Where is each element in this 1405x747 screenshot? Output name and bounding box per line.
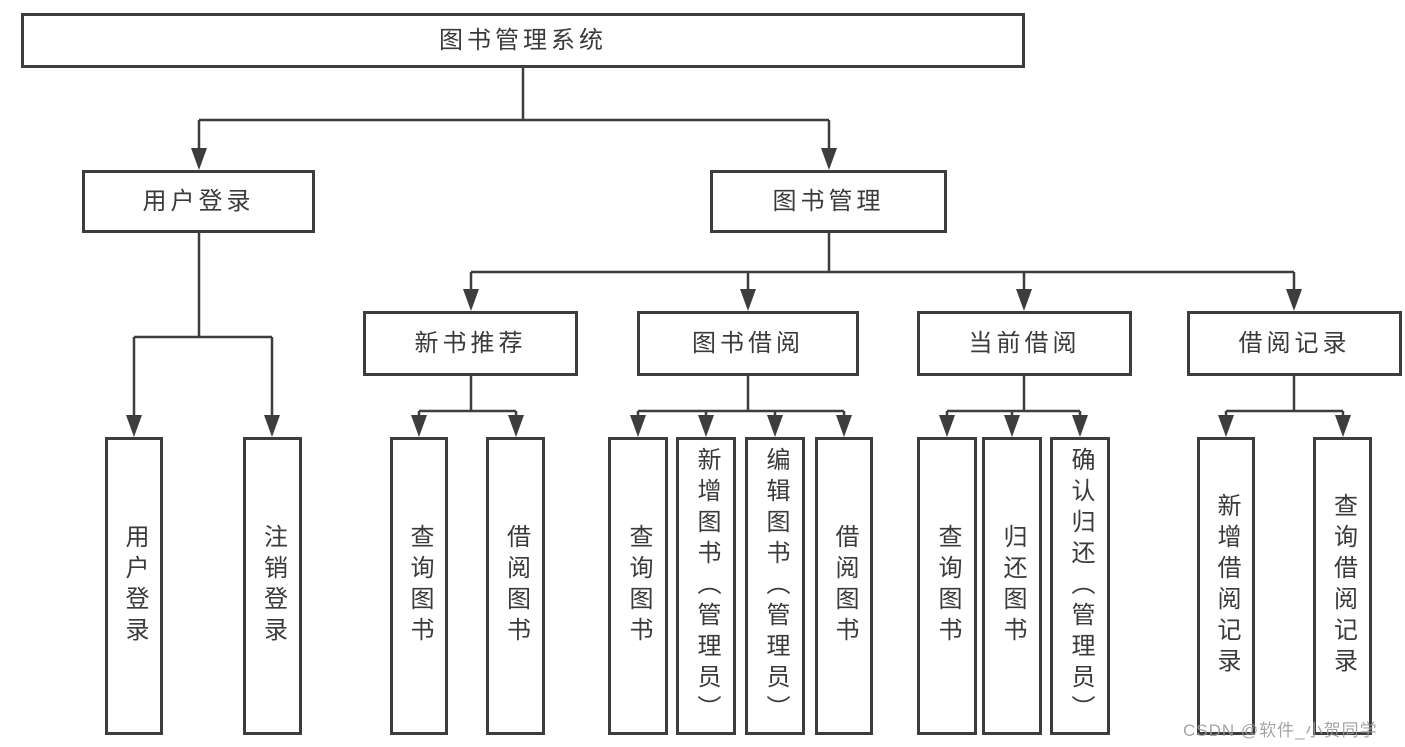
arrowhead: [1004, 415, 1020, 437]
arrowhead: [1072, 415, 1088, 437]
arrowhead: [1218, 415, 1234, 437]
leaf-borrow-books-borrowing: 借阅图书: [815, 437, 873, 735]
leaf-query-borrow-record: 查询借阅记录: [1313, 437, 1372, 735]
arrowhead: [740, 289, 756, 311]
arrowhead: [508, 415, 524, 437]
node-book-management: 图书管理: [710, 170, 947, 233]
node-user-login: 用户登录: [82, 170, 315, 233]
node-new-book-recommend: 新书推荐: [363, 311, 578, 376]
leaf-query-books-recommend: 查询图书: [390, 437, 448, 735]
leaf-query-books-borrowing: 查询图书: [608, 437, 668, 735]
node-current-borrowing: 当前借阅: [917, 311, 1132, 376]
leaf-logout-login: 注销登录: [243, 437, 302, 735]
leaf-return-books: 归还图书: [982, 437, 1042, 735]
arrowhead: [126, 415, 142, 437]
arrowhead: [463, 289, 479, 311]
leaf-add-books-admin: 新增图书（管理员）: [676, 437, 736, 735]
arrowhead: [698, 415, 714, 437]
node-borrowing-records: 借阅记录: [1187, 311, 1402, 376]
leaf-edit-books-admin: 编辑图书（管理员）: [745, 437, 805, 735]
arrowhead: [836, 415, 852, 437]
node-book-borrowing: 图书借阅: [637, 311, 859, 376]
arrowhead: [1335, 415, 1351, 437]
leaf-add-borrow-record: 新增借阅记录: [1197, 437, 1255, 735]
arrowhead: [939, 415, 955, 437]
arrowhead: [1286, 289, 1302, 311]
watermark-text: CSDN @软件_小贺同学: [1183, 721, 1378, 740]
arrowhead: [767, 415, 783, 437]
node-library-system: 图书管理系统: [21, 13, 1025, 68]
arrowhead: [191, 148, 207, 170]
leaf-query-books-current: 查询图书: [917, 437, 977, 735]
arrowhead: [630, 415, 646, 437]
leaf-borrow-books-recommend: 借阅图书: [486, 437, 545, 735]
arrowhead: [264, 415, 280, 437]
leaf-confirm-return-admin: 确认归还（管理员）: [1050, 437, 1110, 735]
arrowhead: [821, 148, 837, 170]
arrowhead: [411, 415, 427, 437]
leaf-user-login: 用户登录: [105, 437, 163, 735]
arrowhead: [1016, 289, 1032, 311]
